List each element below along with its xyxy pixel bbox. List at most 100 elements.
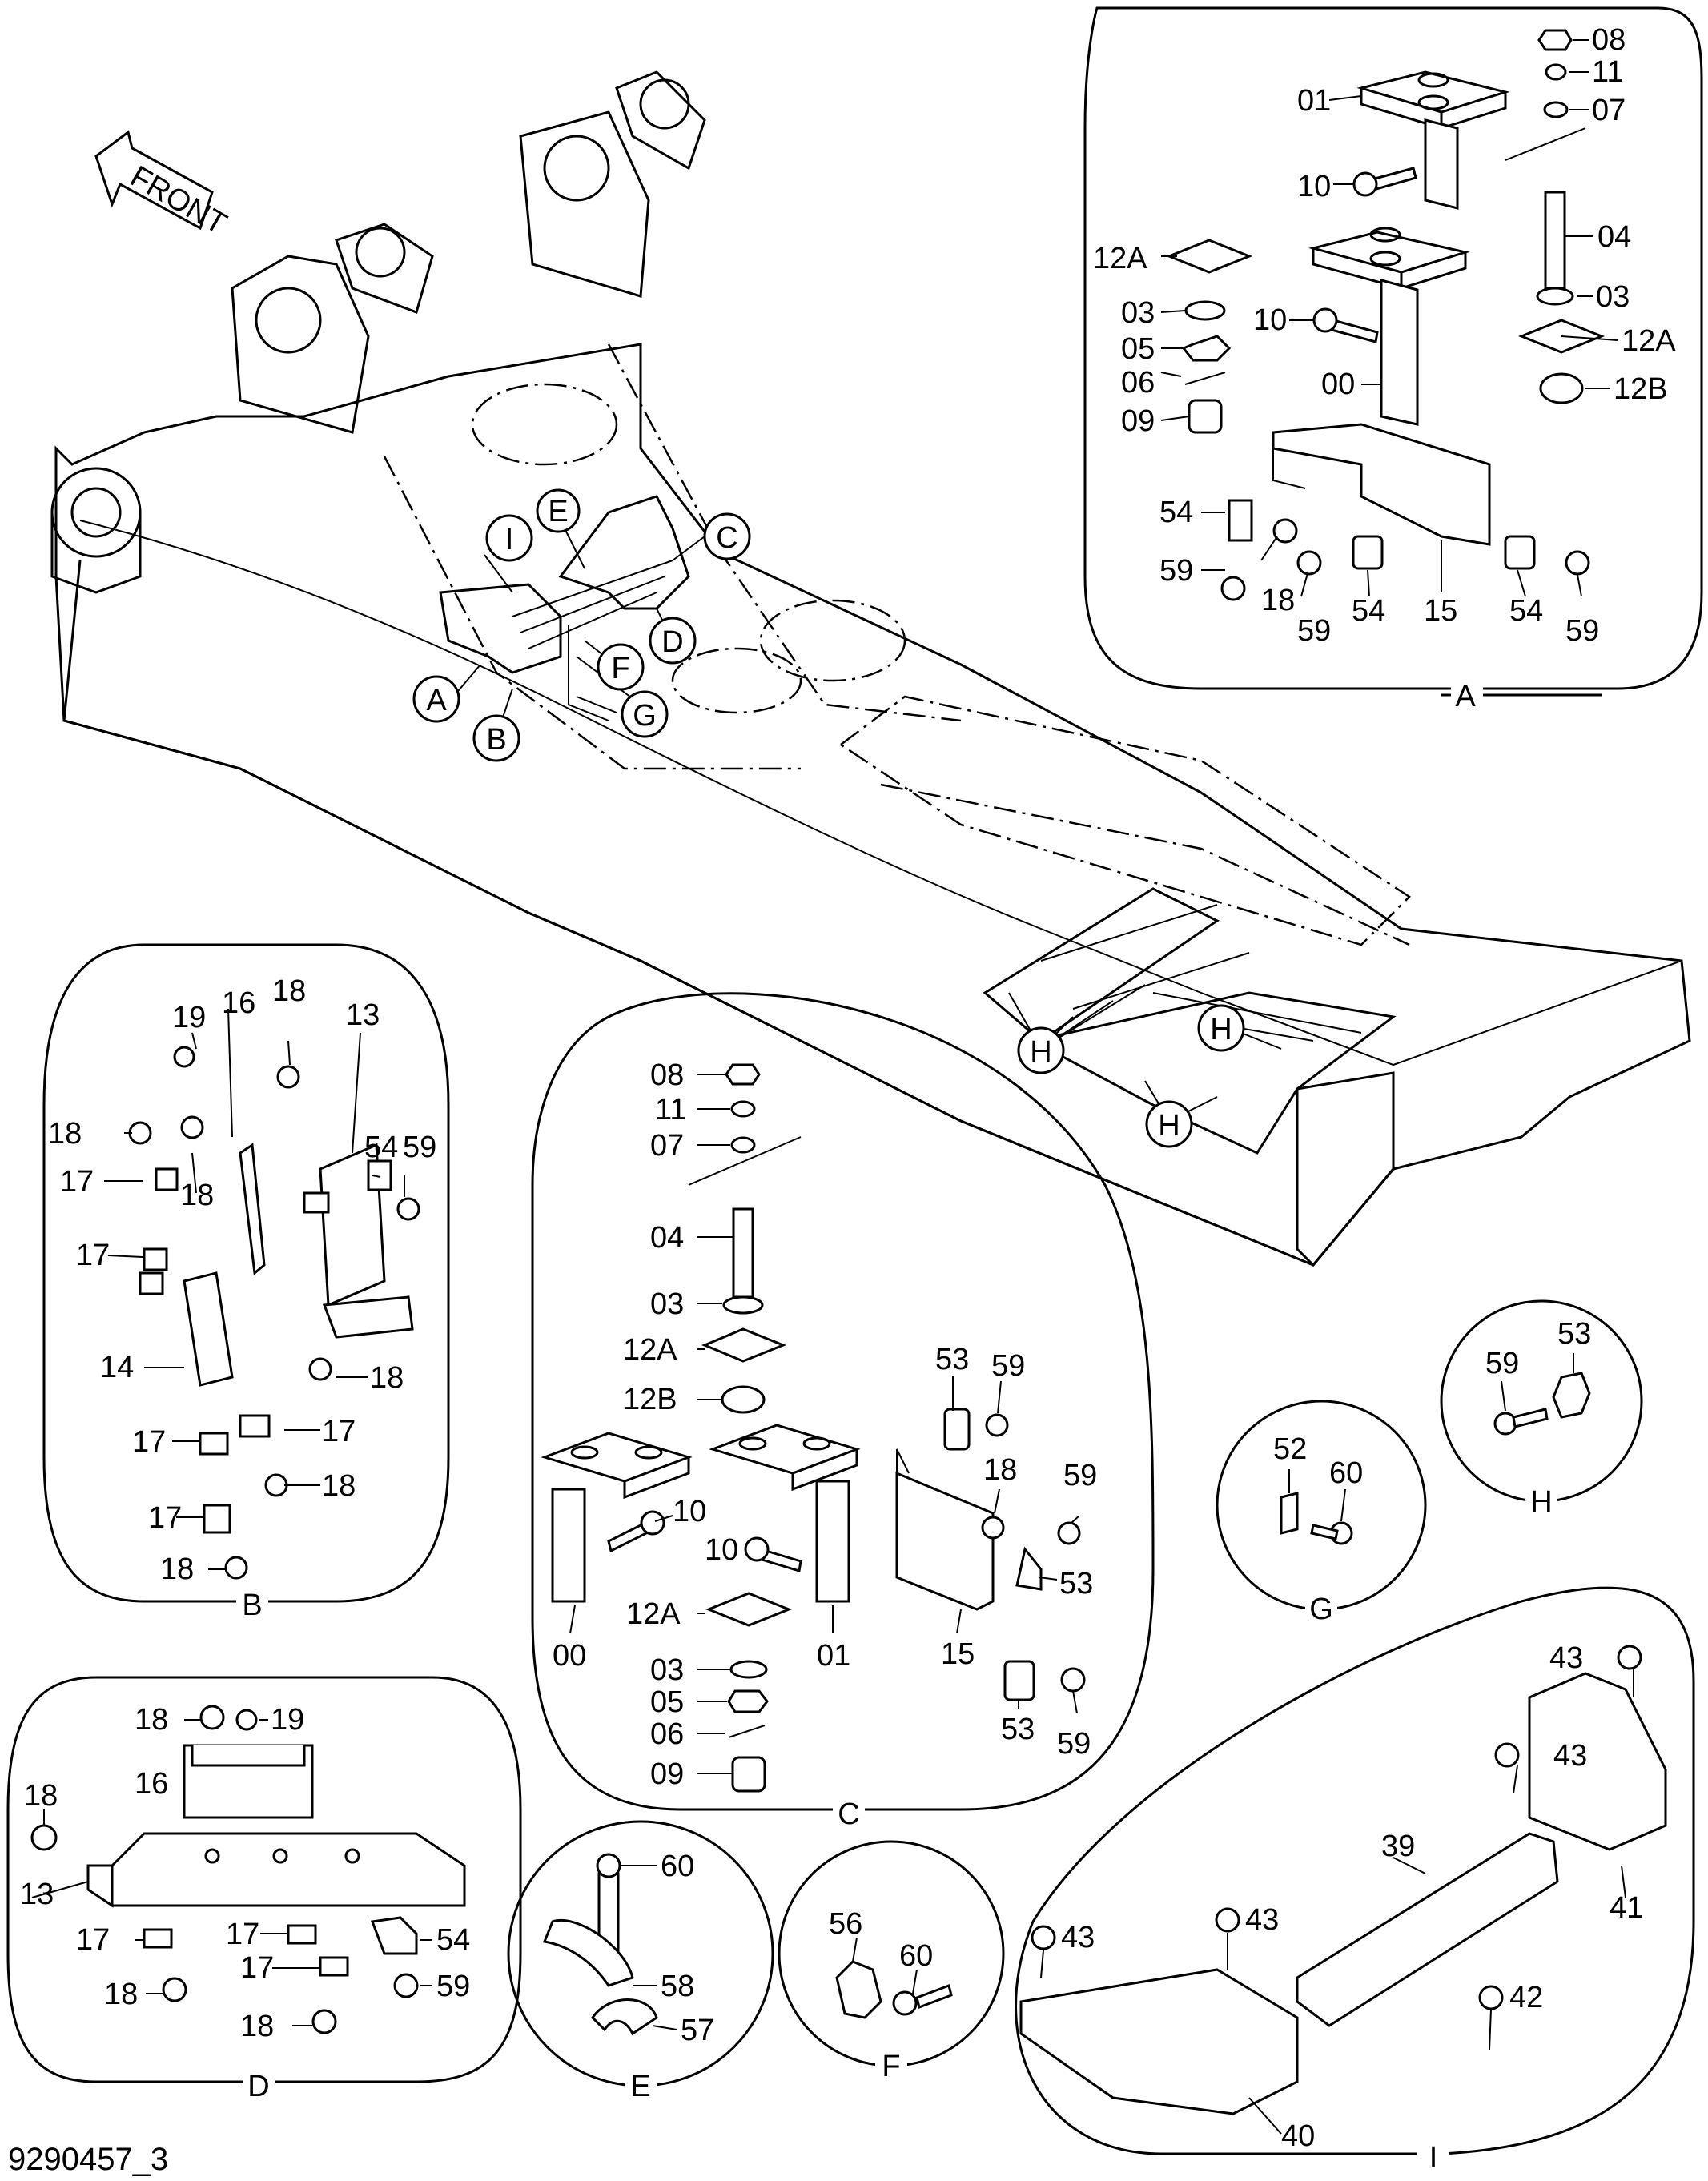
label-i-6: 41 — [1610, 1891, 1643, 1925]
label-i-3: 43 — [1061, 1921, 1095, 1954]
label-a-0: 08 — [1592, 23, 1626, 57]
label-a-22: 54 — [1509, 594, 1543, 628]
label-a-7: 03 — [1596, 280, 1630, 314]
label-i-5: 42 — [1509, 1981, 1543, 2014]
detail-e: E 60 58 57 — [507, 1820, 774, 2103]
label-c-21: 15 — [941, 1637, 975, 1671]
label-f-1: 60 — [899, 1939, 933, 1973]
callout-h-3-label: H — [1158, 1109, 1180, 1143]
label-d-2: 16 — [135, 1767, 168, 1801]
label-a-8: 10 — [1253, 303, 1287, 337]
front-arrow: FRONT — [94, 130, 232, 241]
label-c-22: 53 — [1001, 1713, 1035, 1746]
label-c-11: 01 — [817, 1639, 850, 1673]
callout-h-2 — [1197, 1004, 1245, 1052]
label-e-2: 57 — [681, 2014, 714, 2047]
callout-g-label: G — [633, 699, 657, 733]
label-c-23: 59 — [1057, 1727, 1091, 1761]
callout-b-label: B — [486, 723, 506, 757]
label-b-15: 17 — [148, 1501, 182, 1535]
label-b-16: 18 — [160, 1552, 194, 1586]
label-f-0: 56 — [829, 1907, 862, 1941]
label-b-3: 13 — [346, 998, 380, 1032]
callout-a — [412, 675, 460, 723]
label-c-8: 10 — [705, 1533, 738, 1567]
label-a-18: 18 — [1261, 584, 1295, 617]
main-callouts: I E C D F G A B H H H — [412, 488, 1314, 1148]
callout-i-label: I — [505, 523, 514, 556]
label-d-1: 19 — [271, 1703, 304, 1737]
label-c-12: 03 — [650, 1653, 684, 1687]
label-a-14: 12B — [1614, 372, 1668, 406]
label-b-2: 18 — [272, 974, 306, 1008]
label-c-1: 11 — [655, 1093, 686, 1127]
label-d-11: 59 — [436, 1970, 470, 2003]
detail-c: C 08 11 07 04 03 12A — [531, 992, 1155, 1831]
label-a-12: 06 — [1121, 366, 1155, 400]
label-c-17: 59 — [991, 1349, 1025, 1383]
detail-b-caption: B — [242, 1589, 262, 1622]
detail-e-caption: E — [630, 2070, 650, 2103]
label-a-9: 12A — [1622, 324, 1676, 358]
callout-h-3 — [1145, 1100, 1193, 1148]
label-g-0: 52 — [1273, 1432, 1307, 1466]
label-a-21: 15 — [1424, 594, 1457, 628]
detail-c-caption: C — [838, 1797, 859, 1831]
label-i-7: 40 — [1281, 2119, 1315, 2153]
label-b-12: 17 — [132, 1425, 166, 1459]
label-c-9: 00 — [553, 1639, 586, 1673]
callout-c-label: C — [716, 521, 737, 555]
label-d-10: 18 — [240, 2010, 274, 2043]
label-b-11: 18 — [370, 1361, 404, 1395]
label-a-23: 59 — [1565, 614, 1599, 648]
label-c-7: 10 — [673, 1495, 706, 1528]
detail-d: D 18 19 16 18 13 17 17 54 17 18 18 59 — [6, 1676, 522, 2103]
label-c-4: 03 — [650, 1287, 684, 1321]
label-a-19: 59 — [1297, 614, 1331, 648]
label-c-2: 07 — [650, 1129, 684, 1163]
label-a-6: 12A — [1093, 242, 1147, 275]
label-b-4: 18 — [48, 1117, 82, 1151]
detail-a-caption: A — [1455, 680, 1476, 713]
detail-h: H 59 53 — [1440, 1299, 1643, 1519]
label-a-16: 54 — [1159, 496, 1193, 529]
callout-e-label: E — [548, 495, 568, 528]
label-a-15: 09 — [1121, 404, 1155, 438]
callout-h-1-label: H — [1030, 1035, 1051, 1069]
label-c-13: 05 — [650, 1685, 684, 1719]
detail-b: B 19 16 18 13 18 54 59 17 18 17 14 18 17 — [42, 943, 450, 1622]
label-a-11: 05 — [1121, 332, 1155, 366]
label-b-6: 59 — [403, 1131, 436, 1164]
callout-d-label: D — [661, 625, 683, 659]
label-i-1: 43 — [1553, 1739, 1587, 1773]
label-c-10: 12A — [626, 1597, 681, 1631]
callout-h-1 — [1017, 1026, 1065, 1074]
callout-a-label: A — [426, 684, 447, 717]
label-d-5: 17 — [76, 1923, 110, 1957]
detail-d-caption: D — [247, 2070, 269, 2103]
detail-i-caption: I — [1429, 2141, 1438, 2175]
label-e-1: 58 — [661, 1970, 694, 2003]
callout-f-label: F — [611, 652, 629, 685]
label-b-1: 16 — [222, 986, 255, 1020]
label-c-15: 09 — [650, 1757, 684, 1791]
label-i-0: 43 — [1549, 1641, 1583, 1675]
label-a-10: 03 — [1121, 296, 1155, 330]
label-i-2: 39 — [1381, 1830, 1415, 1863]
label-a-3: 01 — [1297, 84, 1331, 118]
label-b-0: 19 — [172, 1001, 206, 1034]
label-b-8: 18 — [180, 1179, 214, 1212]
label-h-0: 59 — [1485, 1347, 1519, 1380]
document-id: 9290457_3 — [8, 2142, 168, 2177]
label-b-14: 18 — [322, 1469, 356, 1503]
label-b-9: 17 — [76, 1239, 110, 1272]
label-c-14: 06 — [650, 1717, 684, 1751]
label-h-1: 53 — [1557, 1317, 1591, 1351]
label-e-0: 60 — [661, 1850, 694, 1883]
label-c-19: 59 — [1063, 1459, 1097, 1492]
detail-g-caption: G — [1309, 1593, 1333, 1626]
label-c-0: 08 — [650, 1058, 684, 1092]
label-d-0: 18 — [135, 1703, 168, 1737]
machine-frame — [50, 70, 1691, 1267]
